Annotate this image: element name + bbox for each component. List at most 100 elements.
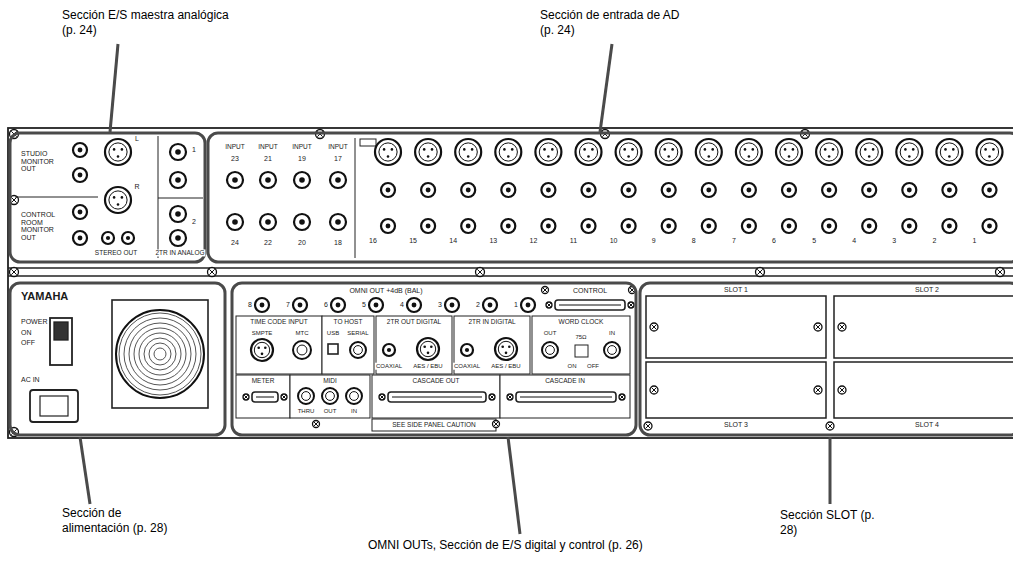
panel-label: SMPTE [251,330,274,337]
panel-label: COAXIAL [453,363,481,370]
panel-line [158,198,203,199]
xlr-ring [980,143,998,161]
screw-slot [314,422,318,426]
screw [243,394,249,400]
screw-slot [494,422,498,426]
screw-slot [508,395,512,399]
phone-jack-hole [666,224,671,229]
phone-jack-hole [827,188,832,193]
panel-label: THRU [297,408,316,415]
panel-label: 24 [230,239,240,247]
phone-jack-hole [827,224,832,229]
panel-label: POWER [20,318,48,326]
panel-label: SLOT 3 [723,421,749,429]
phone-jack [170,206,186,222]
panel-label: SLOT 4 [914,421,940,429]
xlr-pin [591,148,594,151]
panel-label: 13 [488,237,498,245]
panel-label: USB [326,330,340,337]
panel-label: AC IN [20,376,41,384]
phone-jack-hole [907,188,912,193]
insert-switch [360,139,376,146]
d-sub-pins [559,305,621,306]
screw-slot [494,422,498,426]
xlr-ring [109,143,127,161]
phone-jack-hole [374,303,379,308]
phone-jack [521,298,535,312]
panel-label: WORD CLOCK [558,318,605,325]
fan-grille-ring [119,313,201,395]
phone-jack [381,183,395,197]
phone-jack-hole [746,224,751,229]
screw-slot [652,325,657,330]
phone-jack [541,219,555,233]
phone-jack [862,183,876,197]
phone-jack [582,183,596,197]
panel-body [8,128,1013,438]
screw [10,268,19,277]
xlr-pin [551,148,554,151]
panel-line [8,275,1013,276]
panel-label: SEE SIDE PANEL CAUTION [391,421,476,428]
callout-text: OMNI OUTs, Sección de E/S digital y cont… [368,538,643,553]
phone-jack-hole [586,188,591,193]
screw [650,323,658,331]
panel-label: 2TR IN DIGITAL [467,318,516,325]
din-ring [326,392,335,401]
screw-slot [840,388,845,393]
leader-line [600,44,612,132]
phone-jack-hole [546,188,551,193]
xlr-connector [495,338,517,360]
phone-jack [782,183,796,197]
phone-jack [702,219,716,233]
panel-label: 2TR IN ANALOG [154,249,205,256]
phone-jack-hole [387,348,391,352]
phone-jack [461,183,475,197]
screw-slot [11,269,16,274]
xlr-pin [784,148,787,151]
panel-label: L [134,135,140,143]
callout-text: Sección E/S maestra analógica (p. 24) [62,8,240,38]
phone-jack-hole [175,235,181,241]
phone-jack-hole [299,177,305,183]
phone-jack [369,298,383,312]
leader-line [508,437,520,534]
power-switch [50,318,72,365]
screw [619,394,625,400]
screw-slot [11,197,16,202]
din-ring [297,345,307,355]
phone-jack [102,232,114,244]
phone-jack-hole [386,188,391,193]
leader-line [80,437,90,504]
screw-slot [840,325,845,330]
phone-jack [822,183,836,197]
xlr-connector [856,139,882,165]
screw-slot [620,395,624,399]
phone-jack-hole [232,219,238,225]
xlr-connector [251,339,273,361]
panel-label: 1 [972,237,978,245]
phone-jack-hole [526,303,531,308]
phone-jack [662,219,676,233]
xlr-ring [109,191,127,209]
fan-grille-ring [149,343,171,365]
xlr-pin [261,353,264,356]
d-sub-pins [520,397,612,398]
xlr-pin [828,155,831,158]
screw [281,394,287,400]
phone-jack-hole [335,219,341,225]
xlr-pin [671,148,674,151]
panel-label: TO HOST [333,318,364,325]
screw [313,421,320,428]
cascade-in-box [500,375,630,418]
panel-label: 3 [437,301,443,309]
phone-jack-hole [626,224,631,229]
xlr-pin [788,155,791,158]
xlr-pin [257,347,260,350]
panel-label: 75Ω [574,334,587,341]
panel-label: IN [608,330,616,337]
xlr-pin [984,148,987,151]
panel-label: 19 [297,155,307,163]
phone-jack-hole [466,224,471,229]
screw [379,394,385,400]
